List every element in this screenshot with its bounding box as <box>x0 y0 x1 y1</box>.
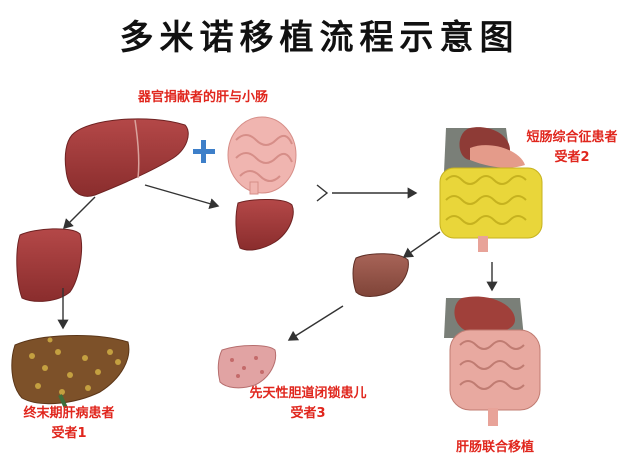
plus-icon <box>193 140 215 163</box>
recipient3-line1: 先天性胆道闭锁患儿 <box>249 386 367 401</box>
flow-arrows <box>57 184 498 341</box>
arrow-donor-to-recipient1 <box>63 196 96 229</box>
small-intestine-icon <box>227 116 297 195</box>
recipient1-liver-icon <box>16 228 83 302</box>
donor-liver-icon <box>64 118 189 197</box>
page-title: 多米诺移植流程示意图 <box>119 18 520 58</box>
recipient3-label: 先天性胆道闭锁患儿 受者3 <box>218 384 398 424</box>
arrow-recipient2-to-domino <box>402 231 441 258</box>
arrow-donor-to-graft <box>144 184 220 210</box>
recipient1-line1: 终末期肝病患者 <box>23 406 115 421</box>
donor-label: 器官捐献者的肝与小肠 <box>137 90 268 105</box>
chevron-icon <box>316 184 329 202</box>
liver-graft-icon <box>235 199 294 251</box>
recipient1-label: 终末期肝病患者 受者1 <box>4 404 134 444</box>
domino-liver-icon <box>352 253 409 297</box>
recipient1-line2: 受者1 <box>51 426 87 441</box>
recipient2-line2: 受者2 <box>554 150 590 165</box>
combined-transplant-label: 肝肠联合移植 <box>455 440 534 455</box>
recipient3-line2: 受者3 <box>290 406 326 421</box>
arrow-domino-to-recipient3 <box>287 305 344 341</box>
recipient2-label: 短肠综合征患者 受者2 <box>512 128 632 168</box>
recipient3-liver-icon <box>217 345 277 389</box>
short-bowel-abdomen-icon <box>439 127 543 252</box>
combined-transplant-abdomen-icon <box>444 296 541 426</box>
recipient2-line1: 短肠综合征患者 <box>526 130 618 145</box>
cirrhotic-liver-icon <box>11 335 130 409</box>
